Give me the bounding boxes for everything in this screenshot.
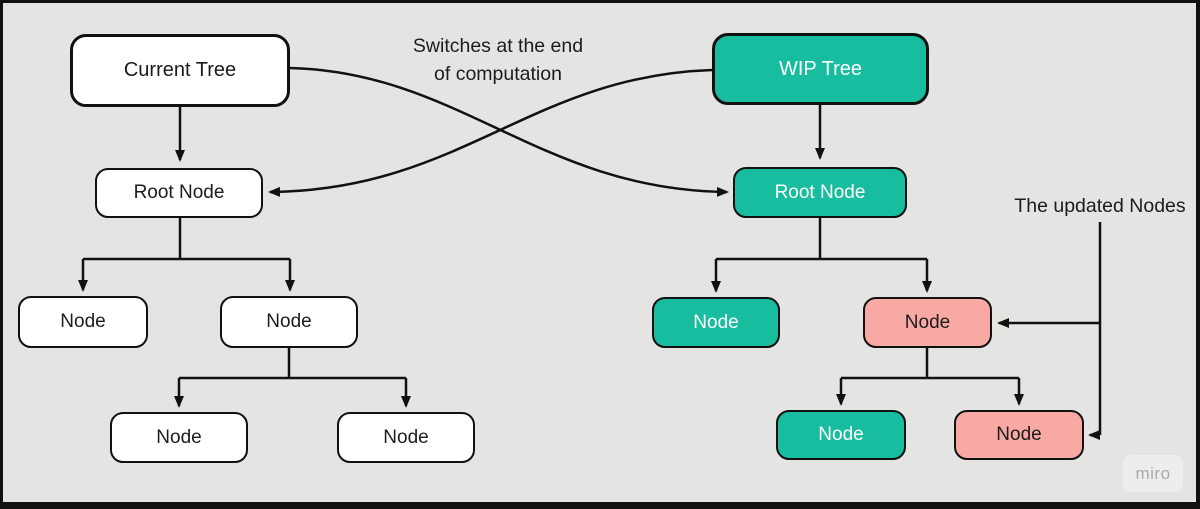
node-left-root: Root Node [95,168,263,218]
node-right-child-1: Node [652,297,780,348]
connector-left-child-2-elbow [179,348,406,380]
miro-watermark[interactable]: miro [1123,455,1183,492]
updated-nodes-annotation: The updated Nodes [1014,195,1186,217]
node-left-grandchild-1: Node [110,412,248,463]
node-right-grandchild-1: Node [776,410,906,460]
switch-annotation-line2: of computation [434,63,562,85]
node-right-child-2: Node [863,297,992,348]
connector-left-root-elbow [83,218,290,261]
connector-right-child-2-elbow [841,348,1019,380]
node-right-grandchild-2: Node [954,410,1084,460]
switch-annotation-line1: Switches at the end [412,35,584,57]
node-left-grandchild-2: Node [337,412,475,463]
node-left-child-2: Node [220,296,358,348]
node-wip-tree: WIP Tree [712,33,929,105]
switch-annotation: Switches at the end of computation [398,32,598,88]
curve-current-tree-to-right-root [289,66,729,197]
connector-right-root-elbow [716,218,927,261]
node-current-tree: Current Tree [70,34,290,107]
node-left-child-1: Node [18,296,148,348]
curve-wip-tree-to-left-root [268,68,713,197]
node-right-root: Root Node [733,167,907,218]
